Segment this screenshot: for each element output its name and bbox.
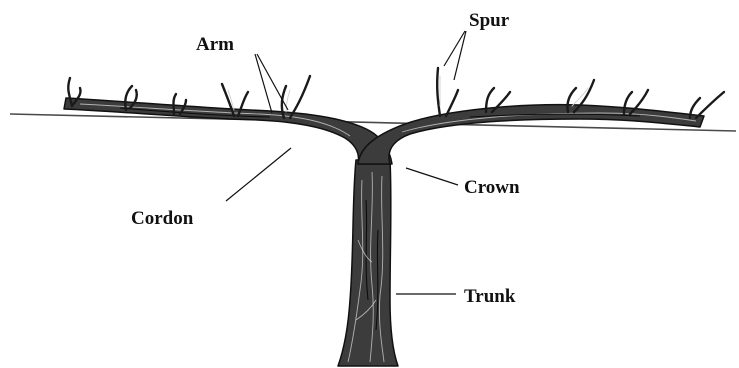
crown-leader [406,168,458,185]
trunk-label: Trunk [464,286,516,307]
leader-lines [226,31,466,294]
cordon-leader [226,148,291,201]
arm-leader-left [255,54,272,113]
left-cordon-wood [64,98,392,164]
right-cordon-wood [358,105,704,164]
spur-label: Spur [469,10,510,31]
arm-leader-right [257,54,288,110]
cordon-label: Cordon [131,208,194,229]
arm-label: Arm [196,34,234,55]
trunk-wood [338,160,398,366]
crown-label: Crown [464,177,520,198]
